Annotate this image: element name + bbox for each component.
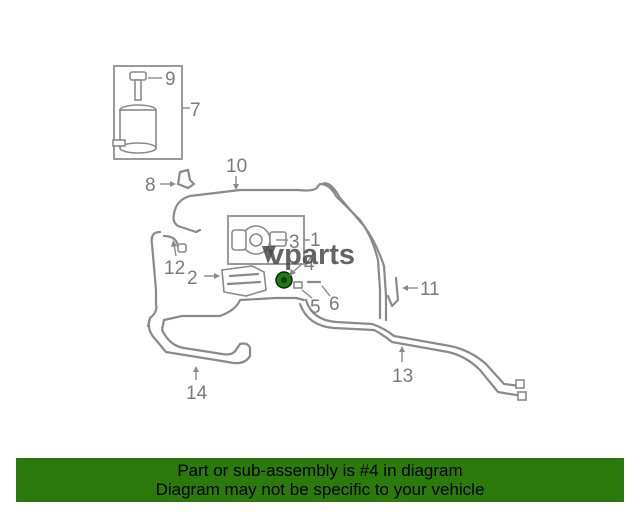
svg-text:vparts: vparts [268, 239, 355, 271]
callout-1: 1 [310, 230, 321, 251]
callout-5: 5 [310, 297, 321, 318]
reservoir-part-7[interactable] [112, 104, 157, 154]
callout-9: 9 [165, 69, 176, 90]
callout-8: 8 [145, 175, 156, 196]
banner-line-1: Part or sub-assembly is #4 in diagram [177, 461, 463, 480]
hose-part-12[interactable] [146, 230, 162, 328]
callout-13: 13 [392, 366, 413, 387]
pump-bracket-part-2[interactable] [221, 265, 267, 297]
bolt-part-5[interactable] [293, 281, 303, 289]
pressure-line-part-14[interactable] [147, 296, 306, 365]
callout-7: 7 [190, 100, 201, 121]
callout-10: 10 [226, 156, 247, 177]
vparts-watermark: vparts [262, 239, 355, 271]
banner-line-2: Diagram may not be specific to your vehi… [155, 480, 485, 499]
callout-14: 14 [186, 383, 208, 404]
info-banner: Part or sub-assembly is #4 in diagram Di… [16, 458, 624, 502]
reservoir-cap-part-9[interactable] [129, 71, 147, 101]
bracket-part-11[interactable] [386, 276, 400, 308]
callout-3: 3 [289, 232, 300, 253]
callout-12: 12 [164, 258, 185, 279]
cooler-line-part-13[interactable] [304, 298, 522, 388]
highlighted-part-4[interactable] [275, 271, 293, 289]
callout-2: 2 [187, 268, 198, 289]
callout-11: 11 [420, 279, 440, 300]
callout-4: 4 [304, 254, 315, 275]
callout-6: 6 [329, 294, 340, 315]
bracket-part-8[interactable] [176, 168, 196, 190]
